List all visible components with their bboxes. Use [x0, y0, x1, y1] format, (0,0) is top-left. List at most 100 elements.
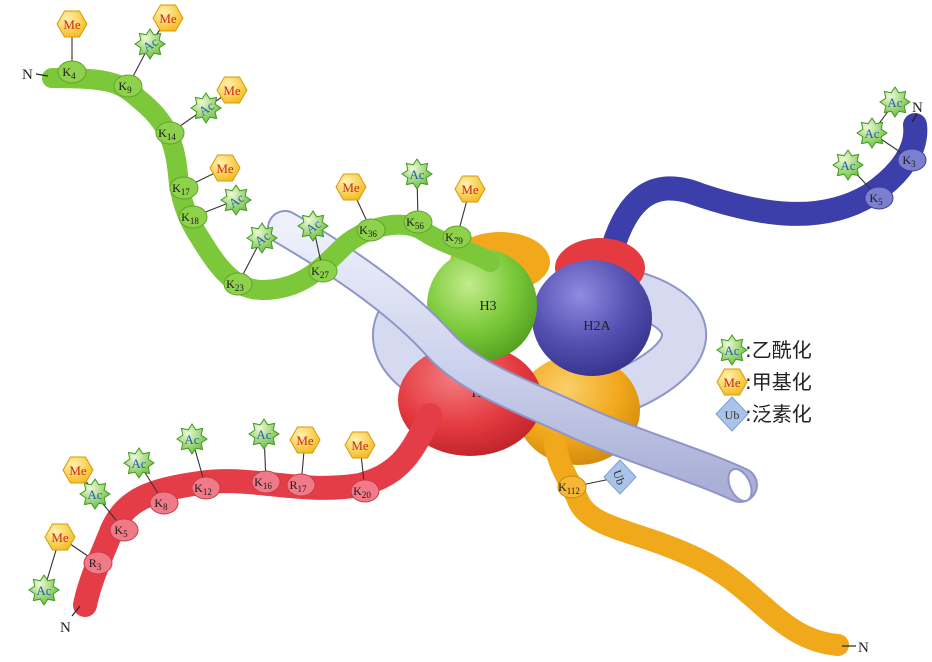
residue-bead [308, 259, 338, 283]
me-badge-icon: Me [454, 175, 486, 203]
ac-badge-icon: Ac [248, 418, 280, 450]
me-badge-text: Me [296, 433, 314, 448]
ac-badge-text: Ac [226, 190, 247, 211]
me-badge-icon: Me [44, 523, 76, 551]
residue-bead [169, 176, 199, 200]
h4-n-terminus-bond [71, 605, 81, 617]
ac-badge-text: Ac [864, 126, 879, 141]
ac-badge-icon: Ac [856, 117, 888, 149]
h4-n-terminus: N [60, 620, 71, 636]
ac-badge-icon: Ac [176, 423, 208, 455]
ac-badge-icon: Ac [28, 574, 60, 606]
ac-badge-icon: Ac [879, 86, 911, 118]
ac-badge-icon: Ac [716, 334, 748, 366]
residue-bead [557, 475, 587, 499]
me-badge-text: Me [223, 83, 241, 98]
residue-bead [57, 60, 87, 84]
me-badge-text: Me [461, 182, 479, 197]
residue-bead [109, 518, 139, 542]
me-badge-text: Me [51, 530, 69, 545]
dna-strand-front [267, 210, 758, 503]
ac-badge-text: Ac [87, 487, 102, 502]
legend-me-item: Me :甲基化 [716, 368, 812, 396]
me-badge-icon: Me [152, 4, 184, 32]
h3-label: H3 [479, 299, 496, 314]
h2a-n-terminus: N [912, 100, 923, 116]
me-badge-text: Me [342, 180, 360, 195]
ub-badge-text: Ub [610, 468, 628, 487]
legend-me-badge: Me [716, 368, 748, 396]
me-badge-icon: Me [56, 10, 88, 38]
me-badge-icon: Me [344, 431, 376, 459]
legend: Ac :乙酰化 Me :甲基化 Ub :泛素化 [715, 334, 812, 432]
ac-badge-icon: Ac [220, 184, 252, 216]
ac-badge-icon: Ac [246, 222, 278, 254]
ac-badge-text: Ac [887, 95, 902, 110]
legend-ub-item: Ub :泛素化 [715, 396, 812, 432]
ac-badge-text: Ac [409, 167, 424, 182]
residue-bead [897, 148, 927, 172]
me-badge-text: Me [159, 11, 177, 26]
me-badge-icon: Me [62, 456, 94, 484]
ac-badge-text: Ac [840, 158, 855, 173]
me-badge-text: Me [63, 17, 81, 32]
residue-bead [442, 225, 472, 249]
legend-ac-text: :乙酰化 [745, 338, 812, 362]
ac-badge-text: Ac [252, 228, 273, 249]
residue-bead [83, 551, 113, 575]
ac-badge-text: Ac [140, 34, 161, 55]
h2b-n-terminus: N [858, 640, 869, 656]
residue-bead [350, 479, 380, 503]
ub-badge-icon: Ub [715, 396, 749, 432]
me-badge-icon: Me [289, 426, 321, 454]
ac-badge-icon: Ac [190, 92, 222, 124]
h3-n-terminus: N [22, 67, 33, 83]
residue-bead [149, 491, 179, 515]
ac-badge-text: Ac [303, 216, 324, 237]
ac-badge-icon: Ac [123, 447, 155, 479]
ub-badge-icon: Ub [603, 459, 637, 495]
legend-ub-badge: Ub [715, 396, 749, 432]
h2a-core [532, 260, 652, 376]
residue-bead [155, 121, 185, 145]
residue-bead [286, 473, 316, 497]
ac-badge-text: Ac [724, 343, 739, 358]
residue-bead [223, 272, 253, 296]
me-badge-text: Me [69, 463, 87, 478]
residue-bead [113, 74, 143, 98]
residue-bead [191, 476, 221, 500]
me-badge-icon: Me [335, 173, 367, 201]
ac-badge-icon: Ac [79, 478, 111, 510]
ac-badge-icon: Ac [401, 158, 433, 190]
ac-badge-icon: Ac [134, 28, 166, 60]
h3-core [427, 249, 537, 361]
ac-badge-icon: Ac [832, 149, 864, 181]
me-badge-icon: Me [716, 368, 748, 396]
me-badge-icon: Me [209, 154, 241, 182]
me-badge-text: Me [723, 375, 741, 390]
h2a-n-terminus-bond [911, 113, 918, 123]
legend-ub-text: :泛素化 [745, 402, 812, 426]
ac-badge-text: Ac [36, 583, 51, 598]
